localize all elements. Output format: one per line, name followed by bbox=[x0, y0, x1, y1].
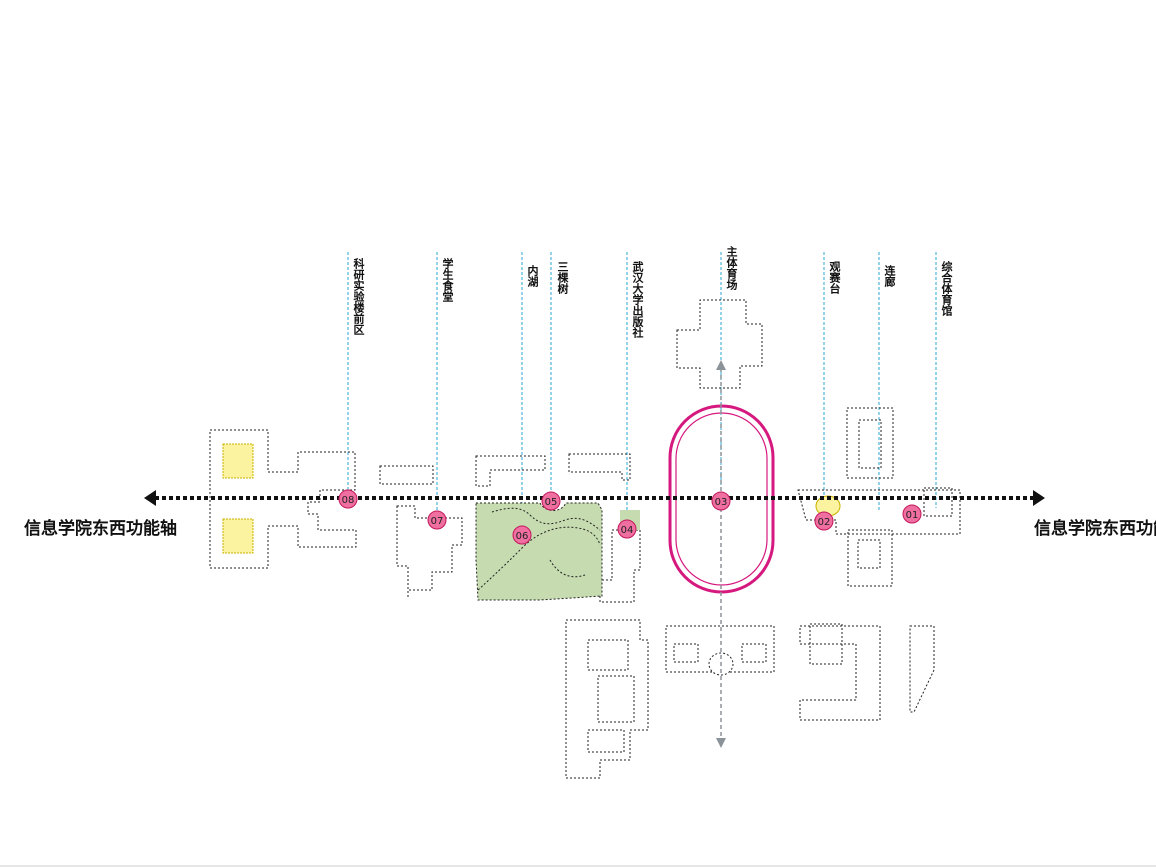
marker-03: 03 bbox=[711, 491, 731, 511]
building-south-center bbox=[665, 625, 775, 676]
label-wuhan-university-press: 武汉大学出版社 bbox=[631, 261, 644, 338]
building-research-lab bbox=[209, 429, 357, 569]
label-student-canteen: 学生食堂 bbox=[441, 258, 454, 302]
marker-01: 01 bbox=[902, 504, 922, 524]
svg-text:07: 07 bbox=[431, 516, 444, 527]
label-research-lab-front: 科研实验楼前区 bbox=[352, 258, 365, 335]
label-inner-lake: 内湖 bbox=[526, 265, 539, 287]
marker-04: 04 bbox=[617, 519, 637, 539]
marker-05: 05 bbox=[541, 491, 561, 511]
inner-lake bbox=[475, 502, 603, 601]
building-stand-and-gym bbox=[797, 407, 961, 587]
axis-label-right: 信息学院东西功能轴 bbox=[1034, 519, 1156, 539]
label-corridor: 连廊 bbox=[883, 265, 896, 287]
marker-08: 08 bbox=[338, 489, 358, 509]
building-three-trees bbox=[475, 455, 546, 487]
svg-text:08: 08 bbox=[342, 495, 355, 506]
svg-text:05: 05 bbox=[545, 497, 558, 508]
marker-02: 02 bbox=[814, 511, 834, 531]
building-canteen bbox=[396, 505, 463, 598]
point-markers: 08 07 06 05 04 03 02 01 bbox=[338, 489, 922, 545]
building-small-bar bbox=[379, 465, 434, 485]
building-south-far-right bbox=[909, 625, 935, 713]
label-main-stadium: 主体育场 bbox=[725, 246, 738, 290]
marker-07: 07 bbox=[427, 510, 447, 530]
label-viewing-stand: 观赛台 bbox=[828, 261, 841, 294]
svg-text:06: 06 bbox=[516, 531, 529, 542]
svg-text:02: 02 bbox=[818, 517, 831, 528]
svg-text:03: 03 bbox=[715, 497, 728, 508]
svg-text:01: 01 bbox=[906, 510, 919, 521]
building-press bbox=[599, 529, 641, 603]
north-south-axis bbox=[716, 360, 726, 748]
building-south-left bbox=[565, 619, 649, 779]
bottom-border bbox=[0, 865, 1156, 867]
label-comprehensive-gym: 综合体育馆 bbox=[940, 261, 953, 316]
axis-label-left: 信息学院东西功能轴 bbox=[24, 519, 177, 539]
building-press-top bbox=[568, 453, 631, 481]
east-west-function-axis bbox=[144, 490, 1045, 506]
building-south-right bbox=[799, 623, 881, 721]
marker-06: 06 bbox=[512, 525, 532, 545]
label-three-trees: 三棵树 bbox=[556, 261, 569, 294]
svg-text:04: 04 bbox=[621, 525, 634, 536]
